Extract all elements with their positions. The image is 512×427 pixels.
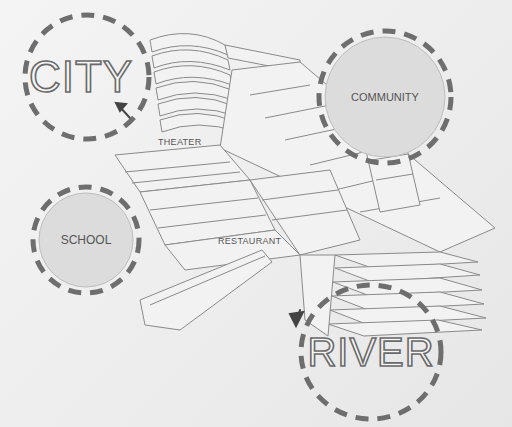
site-name: COMMUNITY — [316, 28, 454, 166]
site-circle: COMMUNITY — [316, 28, 454, 166]
site-title: RIVER — [298, 282, 444, 422]
site-name: SCHOOL — [30, 184, 142, 296]
site-title: CITY — [16, 12, 146, 142]
program-label: THEATER — [158, 137, 201, 147]
site-circle: RIVER — [298, 282, 444, 422]
site-circle: SCHOOL — [30, 184, 142, 296]
program-label: RESTAURANT — [218, 236, 281, 246]
site-circle: CITY — [22, 12, 152, 142]
